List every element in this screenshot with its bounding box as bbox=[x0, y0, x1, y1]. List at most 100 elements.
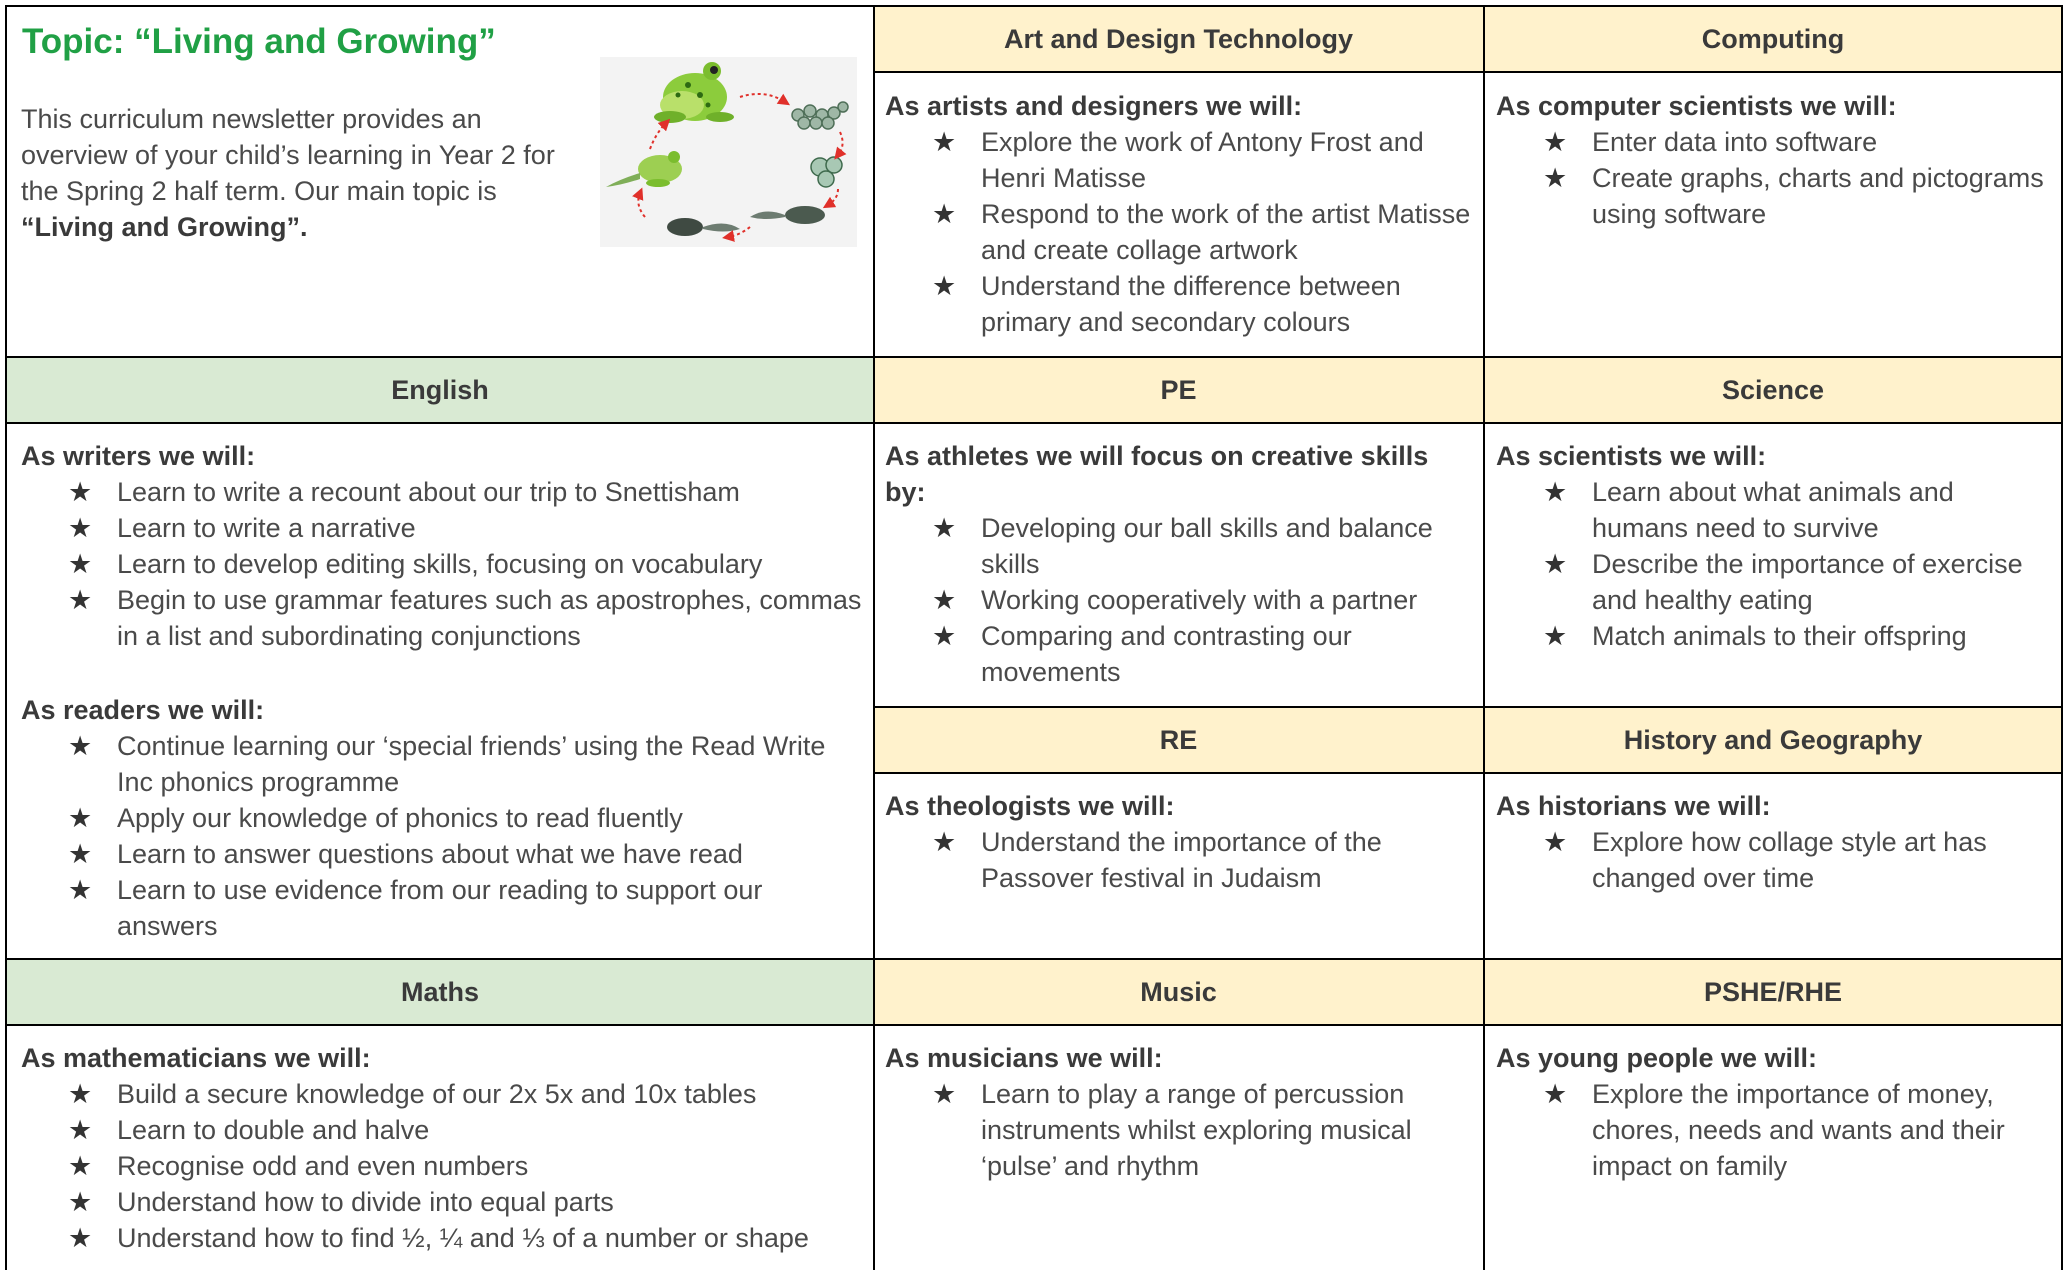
list-item: ★Match animals to their offspring bbox=[1496, 618, 2056, 654]
list-item: ★Recognise odd and even numbers bbox=[21, 1148, 866, 1184]
english-header: English bbox=[7, 358, 873, 422]
star-bullet-icon: ★ bbox=[68, 875, 93, 905]
grid-line bbox=[873, 706, 2063, 708]
list-item: ★Continue learning our ‘special friends’… bbox=[21, 728, 866, 800]
pshe-header: PSHE/RHE bbox=[1485, 960, 2061, 1024]
re-lead: As theologists we will: bbox=[885, 791, 1175, 821]
star-bullet-icon: ★ bbox=[1543, 477, 1568, 507]
star-bullet-icon: ★ bbox=[932, 1079, 957, 1109]
grid-line bbox=[5, 5, 7, 1270]
star-bullet-icon: ★ bbox=[932, 621, 957, 651]
list-item: ★Learn to write a recount about our trip… bbox=[21, 474, 866, 510]
list-item: ★Explore the work of Antony Frost and He… bbox=[885, 124, 1475, 196]
star-bullet-icon: ★ bbox=[68, 1115, 93, 1145]
list-item: ★Explore how collage style art has chang… bbox=[1496, 824, 2056, 896]
star-bullet-icon: ★ bbox=[68, 477, 93, 507]
star-bullet-icon: ★ bbox=[932, 271, 957, 301]
star-bullet-icon: ★ bbox=[932, 827, 957, 857]
re-header: RE bbox=[874, 708, 1483, 772]
list-item: ★Learn to use evidence from our reading … bbox=[21, 872, 866, 944]
list-item: ★Comparing and contrasting our movements bbox=[885, 618, 1475, 690]
star-bullet-icon: ★ bbox=[1543, 127, 1568, 157]
list-item: ★Learn to develop editing skills, focusi… bbox=[21, 546, 866, 582]
english-content: As writers we will: ★Learn to write a re… bbox=[21, 438, 866, 944]
science-header: Science bbox=[1485, 358, 2061, 422]
computing-header: Computing bbox=[1485, 7, 2061, 71]
star-bullet-icon: ★ bbox=[68, 731, 93, 761]
star-bullet-icon: ★ bbox=[68, 1187, 93, 1217]
topic-intro: This curriculum newsletter provides an o… bbox=[21, 104, 555, 242]
pe-lead: As athletes we will focus on creative sk… bbox=[885, 441, 1429, 507]
english-readers-lead: As readers we will: bbox=[21, 695, 265, 725]
star-bullet-icon: ★ bbox=[68, 513, 93, 543]
grid-line bbox=[2061, 5, 2063, 1270]
science-lead: As scientists we will: bbox=[1496, 441, 1767, 471]
star-bullet-icon: ★ bbox=[68, 1223, 93, 1253]
grid-line bbox=[1483, 5, 1485, 1270]
maths-content: As mathematicians we will: ★Build a secu… bbox=[21, 1040, 866, 1256]
list-item: ★Understand the difference between prima… bbox=[885, 268, 1475, 340]
star-bullet-icon: ★ bbox=[68, 1151, 93, 1181]
grid-line bbox=[5, 5, 2063, 7]
history-content: As historians we will: ★Explore how coll… bbox=[1496, 788, 2056, 896]
star-bullet-icon: ★ bbox=[932, 513, 957, 543]
star-bullet-icon: ★ bbox=[68, 549, 93, 579]
pshe-content: As young people we will: ★Explore the im… bbox=[1496, 1040, 2056, 1184]
pe-content: As athletes we will focus on creative sk… bbox=[885, 438, 1475, 690]
science-content: As scientists we will: ★Learn about what… bbox=[1496, 438, 2056, 654]
maths-lead: As mathematicians we will: bbox=[21, 1043, 371, 1073]
star-bullet-icon: ★ bbox=[68, 585, 93, 615]
list-item: ★Learn about what animals and humans nee… bbox=[1496, 474, 2056, 546]
grid-line bbox=[5, 958, 2063, 960]
star-bullet-icon: ★ bbox=[1543, 1079, 1568, 1109]
list-item: ★Learn to double and halve bbox=[21, 1112, 866, 1148]
star-bullet-icon: ★ bbox=[932, 199, 957, 229]
star-bullet-icon: ★ bbox=[1543, 621, 1568, 651]
maths-header: Maths bbox=[7, 960, 873, 1024]
list-item: ★Enter data into software bbox=[1496, 124, 2056, 160]
re-content: As theologists we will: ★Understand the … bbox=[885, 788, 1475, 896]
topic-title: Topic: “Living and Growing” bbox=[22, 22, 496, 61]
list-item: ★Working cooperatively with a partner bbox=[885, 582, 1475, 618]
computing-lead: As computer scientists we will: bbox=[1496, 91, 1897, 121]
english-writers-lead: As writers we will: bbox=[21, 441, 256, 471]
star-bullet-icon: ★ bbox=[68, 839, 93, 869]
art-content: As artists and designers we will: ★Explo… bbox=[885, 88, 1475, 340]
frog-life-cycle-icon bbox=[600, 57, 857, 247]
list-item: ★Learn to play a range of percussion ins… bbox=[885, 1076, 1475, 1184]
list-item: ★Respond to the work of the artist Matis… bbox=[885, 196, 1475, 268]
computing-content: As computer scientists we will: ★Enter d… bbox=[1496, 88, 2056, 232]
list-item: ★Learn to answer questions about what we… bbox=[21, 836, 866, 872]
music-content: As musicians we will: ★Learn to play a r… bbox=[885, 1040, 1475, 1184]
list-item: ★Understand how to divide into equal par… bbox=[21, 1184, 866, 1220]
grid-line bbox=[5, 422, 2063, 424]
music-lead: As musicians we will: bbox=[885, 1043, 1163, 1073]
grid-line bbox=[5, 1024, 2063, 1026]
star-bullet-icon: ★ bbox=[68, 803, 93, 833]
list-item: ★Create graphs, charts and pictograms us… bbox=[1496, 160, 2056, 232]
list-item: ★Explore the importance of money, chores… bbox=[1496, 1076, 2056, 1184]
list-item: ★Apply our knowledge of phonics to read … bbox=[21, 800, 866, 836]
grid-line bbox=[873, 5, 875, 1270]
art-lead: As artists and designers we will: bbox=[885, 91, 1303, 121]
list-item: ★Begin to use grammar features such as a… bbox=[21, 582, 866, 654]
star-bullet-icon: ★ bbox=[1543, 827, 1568, 857]
star-bullet-icon: ★ bbox=[68, 1079, 93, 1109]
list-item: ★Understand how to find ½, ¼ and ⅓ of a … bbox=[21, 1220, 866, 1256]
art-header: Art and Design Technology bbox=[874, 7, 1483, 71]
star-bullet-icon: ★ bbox=[932, 585, 957, 615]
star-bullet-icon: ★ bbox=[1543, 163, 1568, 193]
music-header: Music bbox=[874, 960, 1483, 1024]
list-item: ★Learn to write a narrative bbox=[21, 510, 866, 546]
history-header: History and Geography bbox=[1485, 708, 2061, 772]
list-item: ★Developing our ball skills and balance … bbox=[885, 510, 1475, 582]
grid-line bbox=[5, 356, 2063, 358]
star-bullet-icon: ★ bbox=[1543, 549, 1568, 579]
list-item: ★Describe the importance of exercise and… bbox=[1496, 546, 2056, 618]
grid-line bbox=[873, 71, 2063, 73]
list-item: ★Build a secure knowledge of our 2x 5x a… bbox=[21, 1076, 866, 1112]
star-bullet-icon: ★ bbox=[932, 127, 957, 157]
list-item: ★Understand the importance of the Passov… bbox=[885, 824, 1475, 896]
pe-header: PE bbox=[874, 358, 1483, 422]
